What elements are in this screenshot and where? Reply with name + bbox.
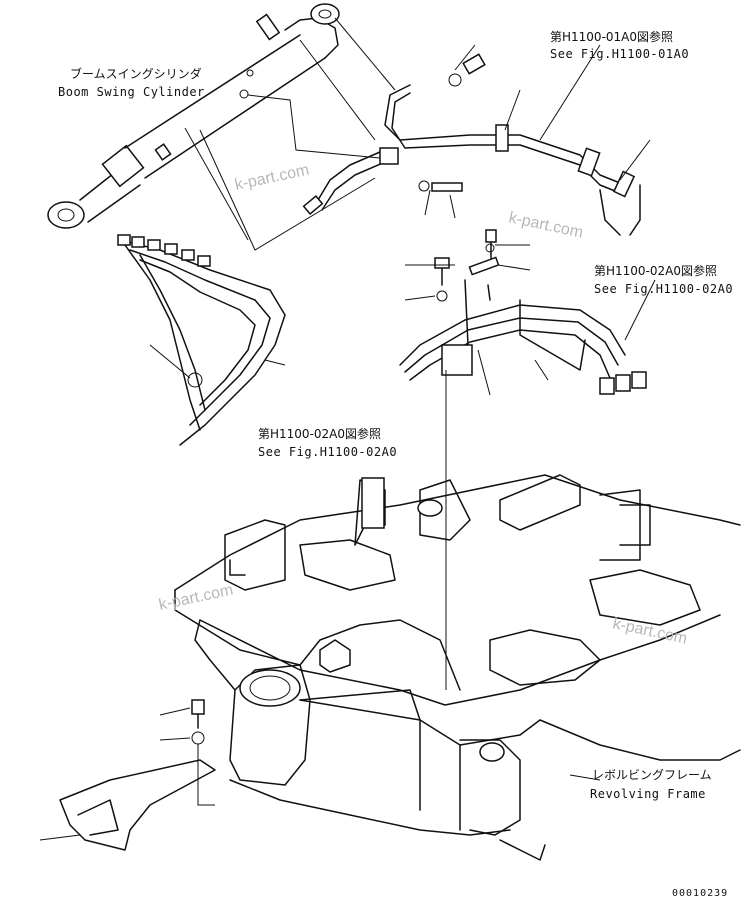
- label-revolving-frame: レボルビングフレーム Revolving Frame: [590, 768, 712, 801]
- ref-h1100-01-en: See Fig.H1100-01A0: [550, 47, 689, 61]
- drawing-code: 00010239: [672, 888, 728, 899]
- boom-swing-cylinder: [47, 3, 340, 229]
- leader-lines: [184, 17, 396, 251]
- revolving-frame-jp: レボルビングフレーム: [592, 768, 712, 782]
- label-ref-h1100-01: 第H1100-01A0図参照 See Fig.H1100-01A0: [550, 29, 689, 61]
- left-hose-bundle: [117, 234, 286, 446]
- label-ref-h1100-02-right: 第H1100-02A0図参照 See Fig.H1100-02A0: [594, 263, 733, 296]
- ref-h1100-01-jp: 第H1100-01A0図参照: [550, 29, 673, 44]
- cover-plate: [39, 699, 216, 851]
- boom-swing-label-jp: ブームスイングシリンダ: [70, 66, 202, 81]
- label-ref-h1100-02-left: 第H1100-02A0図参照 See Fig.H1100-02A0: [258, 426, 397, 459]
- upper-hoses: [302, 44, 651, 236]
- watermark: k-part.com: [233, 162, 310, 194]
- watermark: k-part.com: [157, 582, 234, 614]
- watermark: k-part.com: [507, 209, 584, 241]
- right-hose-bundle: [399, 229, 656, 396]
- revolving-frame: [174, 474, 741, 861]
- boom-swing-label-en: Boom Swing Cylinder: [58, 85, 205, 99]
- label-boom-swing: ブームスイングシリンダ Boom Swing Cylinder: [58, 66, 205, 99]
- revolving-frame-en: Revolving Frame: [590, 787, 706, 801]
- ref-h1100-02-right-jp: 第H1100-02A0図参照: [594, 263, 717, 278]
- ref-h1100-02-right-en: See Fig.H1100-02A0: [594, 282, 733, 296]
- ref-h1100-02-left-en: See Fig.H1100-02A0: [258, 445, 397, 459]
- ref-h1100-02-left-jp: 第H1100-02A0図参照: [258, 426, 381, 441]
